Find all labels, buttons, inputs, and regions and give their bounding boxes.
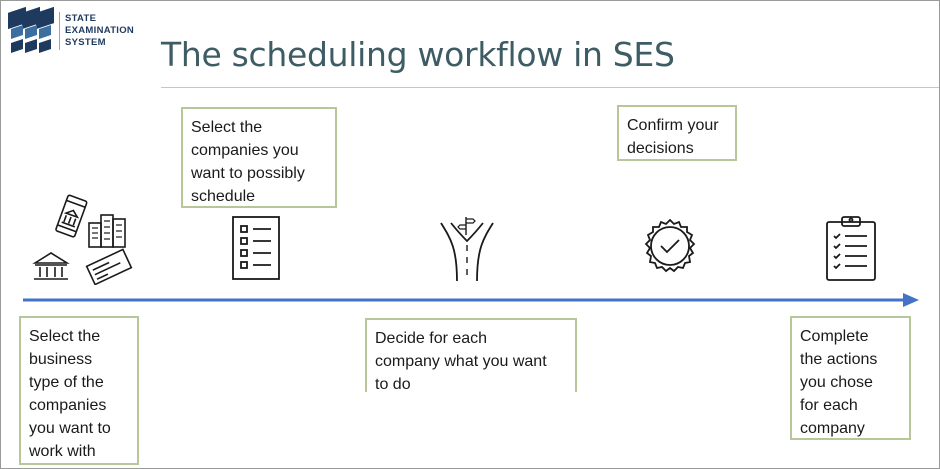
approval-badge-icon [644,218,696,273]
page-title: The scheduling workflow in SES [161,35,675,74]
timeline-arrow [23,293,919,307]
step-1-line: business [29,351,93,368]
step-2-line: schedule [191,188,256,205]
step-2-box: Select the companies you want to possibl… [181,107,337,208]
checklist-icon [232,216,280,280]
step-3-line: to do [375,376,411,393]
step-4-line: decisions [627,140,694,157]
step-4-line: Confirm your [627,117,719,134]
step-1-box: Select the business type of the companie… [19,316,139,465]
step-2-line: Select the [191,119,263,136]
logo-line-state: STATE [65,13,97,24]
step-3-line: company what you want [375,353,547,370]
step-3-box: Decide for each company what you want to… [365,318,577,393]
business-types-icon [32,194,133,285]
step-5-line: you chose [800,374,873,391]
step-4-box: Confirm your decisions [617,105,737,161]
step-1-line: companies [29,397,107,414]
ses-logo: STATE EXAMINATION SYSTEM [7,7,142,57]
step-1-line: work with [29,443,96,460]
logo-text: STATE EXAMINATION SYSTEM [65,13,134,49]
step-2-line: companies you [191,142,299,159]
step-1-line: you want to [29,420,111,437]
step-5-line: for each [800,397,858,414]
ses-logo-mark-icon [8,7,54,53]
step-5-line: Complete [800,328,869,345]
step-1-line: Select the [29,328,101,345]
fork-road-icon [440,217,494,282]
step-5-line: company [800,420,865,437]
logo-line-system: SYSTEM [65,37,106,48]
clipboard-checklist-icon [826,216,876,281]
logo-divider [59,12,60,50]
step-3-line: Decide for each [375,330,488,347]
step-5-line: the actions [800,351,878,368]
title-divider [161,87,939,88]
step-2-line: want to possibly [191,165,305,182]
step-1-line: type of the [29,374,104,391]
logo-line-examination: EXAMINATION [65,25,135,36]
step-5-box: Complete the actions you chose for each … [790,316,911,440]
